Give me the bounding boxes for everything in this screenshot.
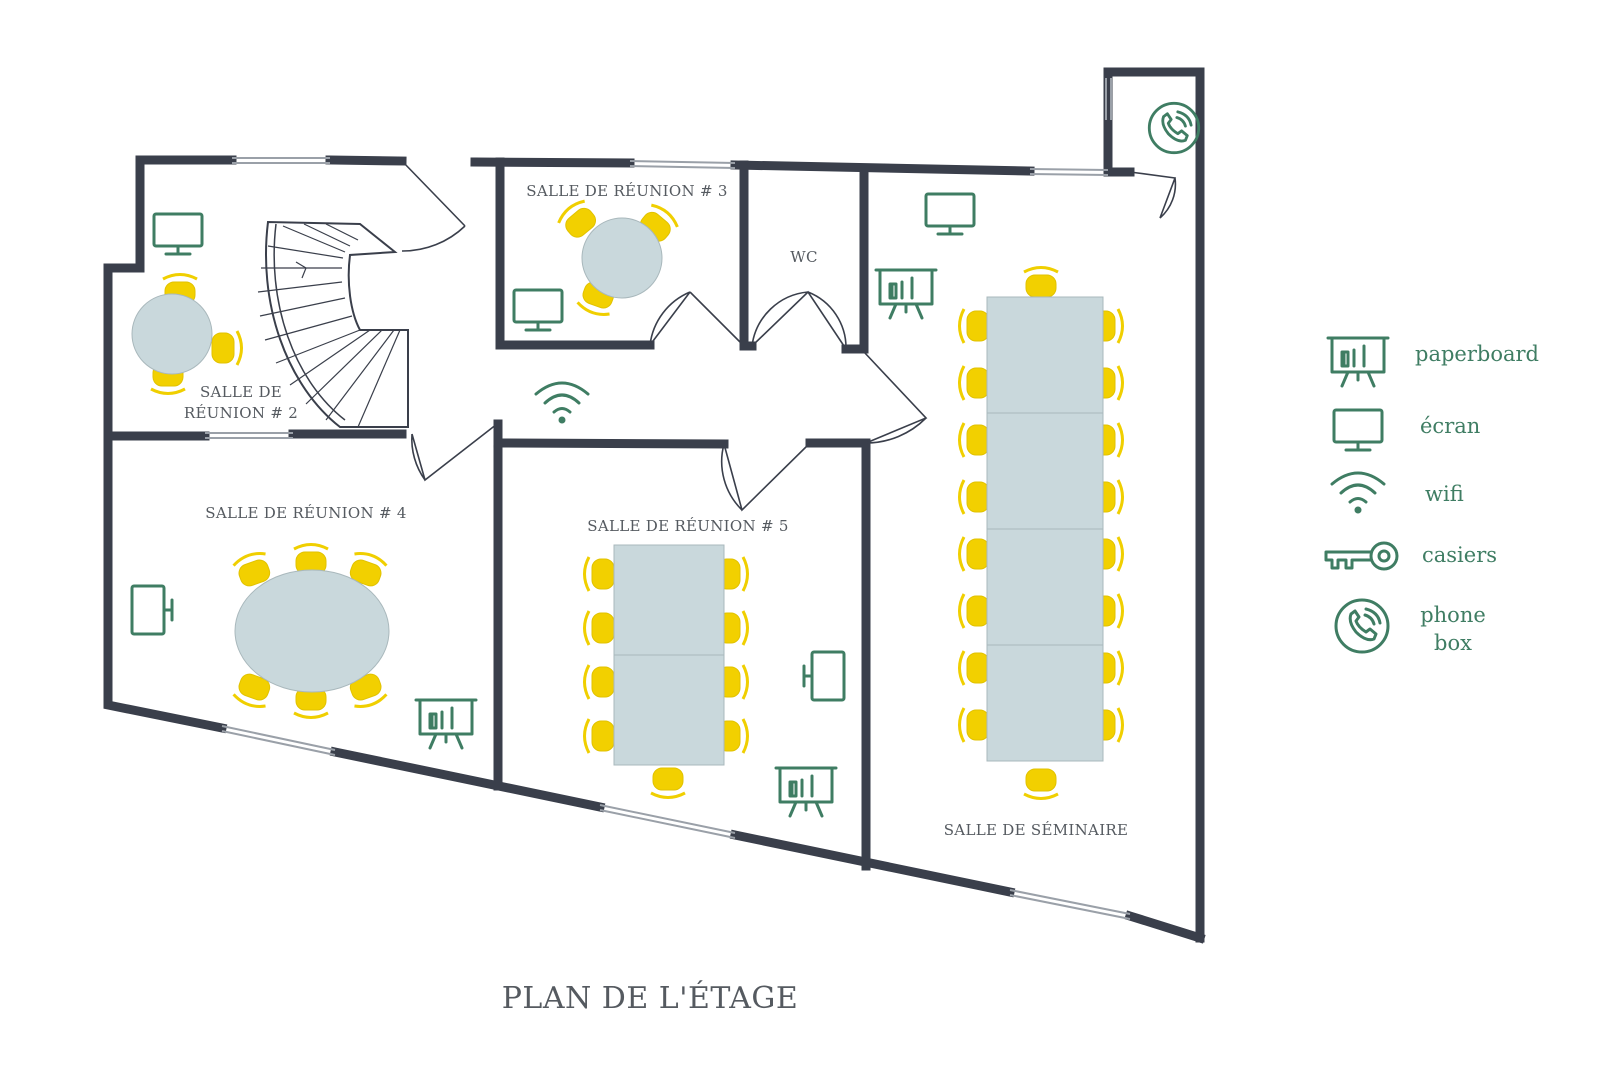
legend-phone-icon — [1334, 598, 1390, 654]
legend-wifi-icon — [1330, 471, 1386, 515]
plan-title: PLAN DE L'ÉTAGE — [502, 980, 799, 1016]
staircase — [257, 220, 409, 428]
legend: paperboard écran wifi casiers phone box — [1324, 336, 1539, 655]
phone-box-icon — [1147, 101, 1201, 155]
legend-lockers-label: casiers — [1422, 543, 1497, 567]
legend-phone-label-line2: box — [1434, 631, 1472, 655]
walls — [103, 67, 1206, 944]
legend-wifi-label: wifi — [1425, 482, 1464, 506]
room5-paperboard-icon — [774, 766, 838, 818]
room4-label: SALLE DE RÉUNION # 4 — [205, 504, 407, 522]
room3-furniture — [554, 196, 682, 320]
room5-furniture — [583, 544, 749, 799]
room4-screen-icon — [130, 584, 174, 636]
room2-label-line2: RÉUNION # 2 — [184, 404, 298, 422]
doors — [401, 160, 1177, 512]
legend-phone-label-line1: phone — [1420, 603, 1486, 627]
room2-furniture — [131, 273, 243, 395]
room4-paperboard-icon — [414, 698, 478, 750]
legend-paperboard-icon — [1326, 336, 1390, 388]
seminar-screen-icon — [924, 192, 976, 236]
wc-label: WC — [790, 248, 818, 266]
room4-furniture — [230, 543, 390, 719]
legend-screen-icon — [1332, 408, 1384, 452]
legend-screen-label: écran — [1420, 414, 1480, 438]
legend-paperboard-label: paperboard — [1415, 342, 1539, 366]
room2-screen-icon — [152, 212, 204, 256]
room2-label-line1: SALLE DE — [200, 383, 282, 401]
seminar-label: SALLE DE SÉMINAIRE — [944, 821, 1129, 839]
room5-label: SALLE DE RÉUNION # 5 — [587, 517, 789, 535]
seminar-furniture — [958, 266, 1124, 800]
seminar-paperboard-icon — [874, 268, 938, 320]
windows — [205, 78, 1131, 920]
room5-screen-icon — [802, 650, 846, 702]
room3-screen-icon — [512, 288, 564, 332]
legend-key-icon — [1324, 541, 1399, 571]
hall-wifi-icon — [534, 381, 590, 425]
room3-label: SALLE DE RÉUNION # 3 — [526, 182, 728, 200]
